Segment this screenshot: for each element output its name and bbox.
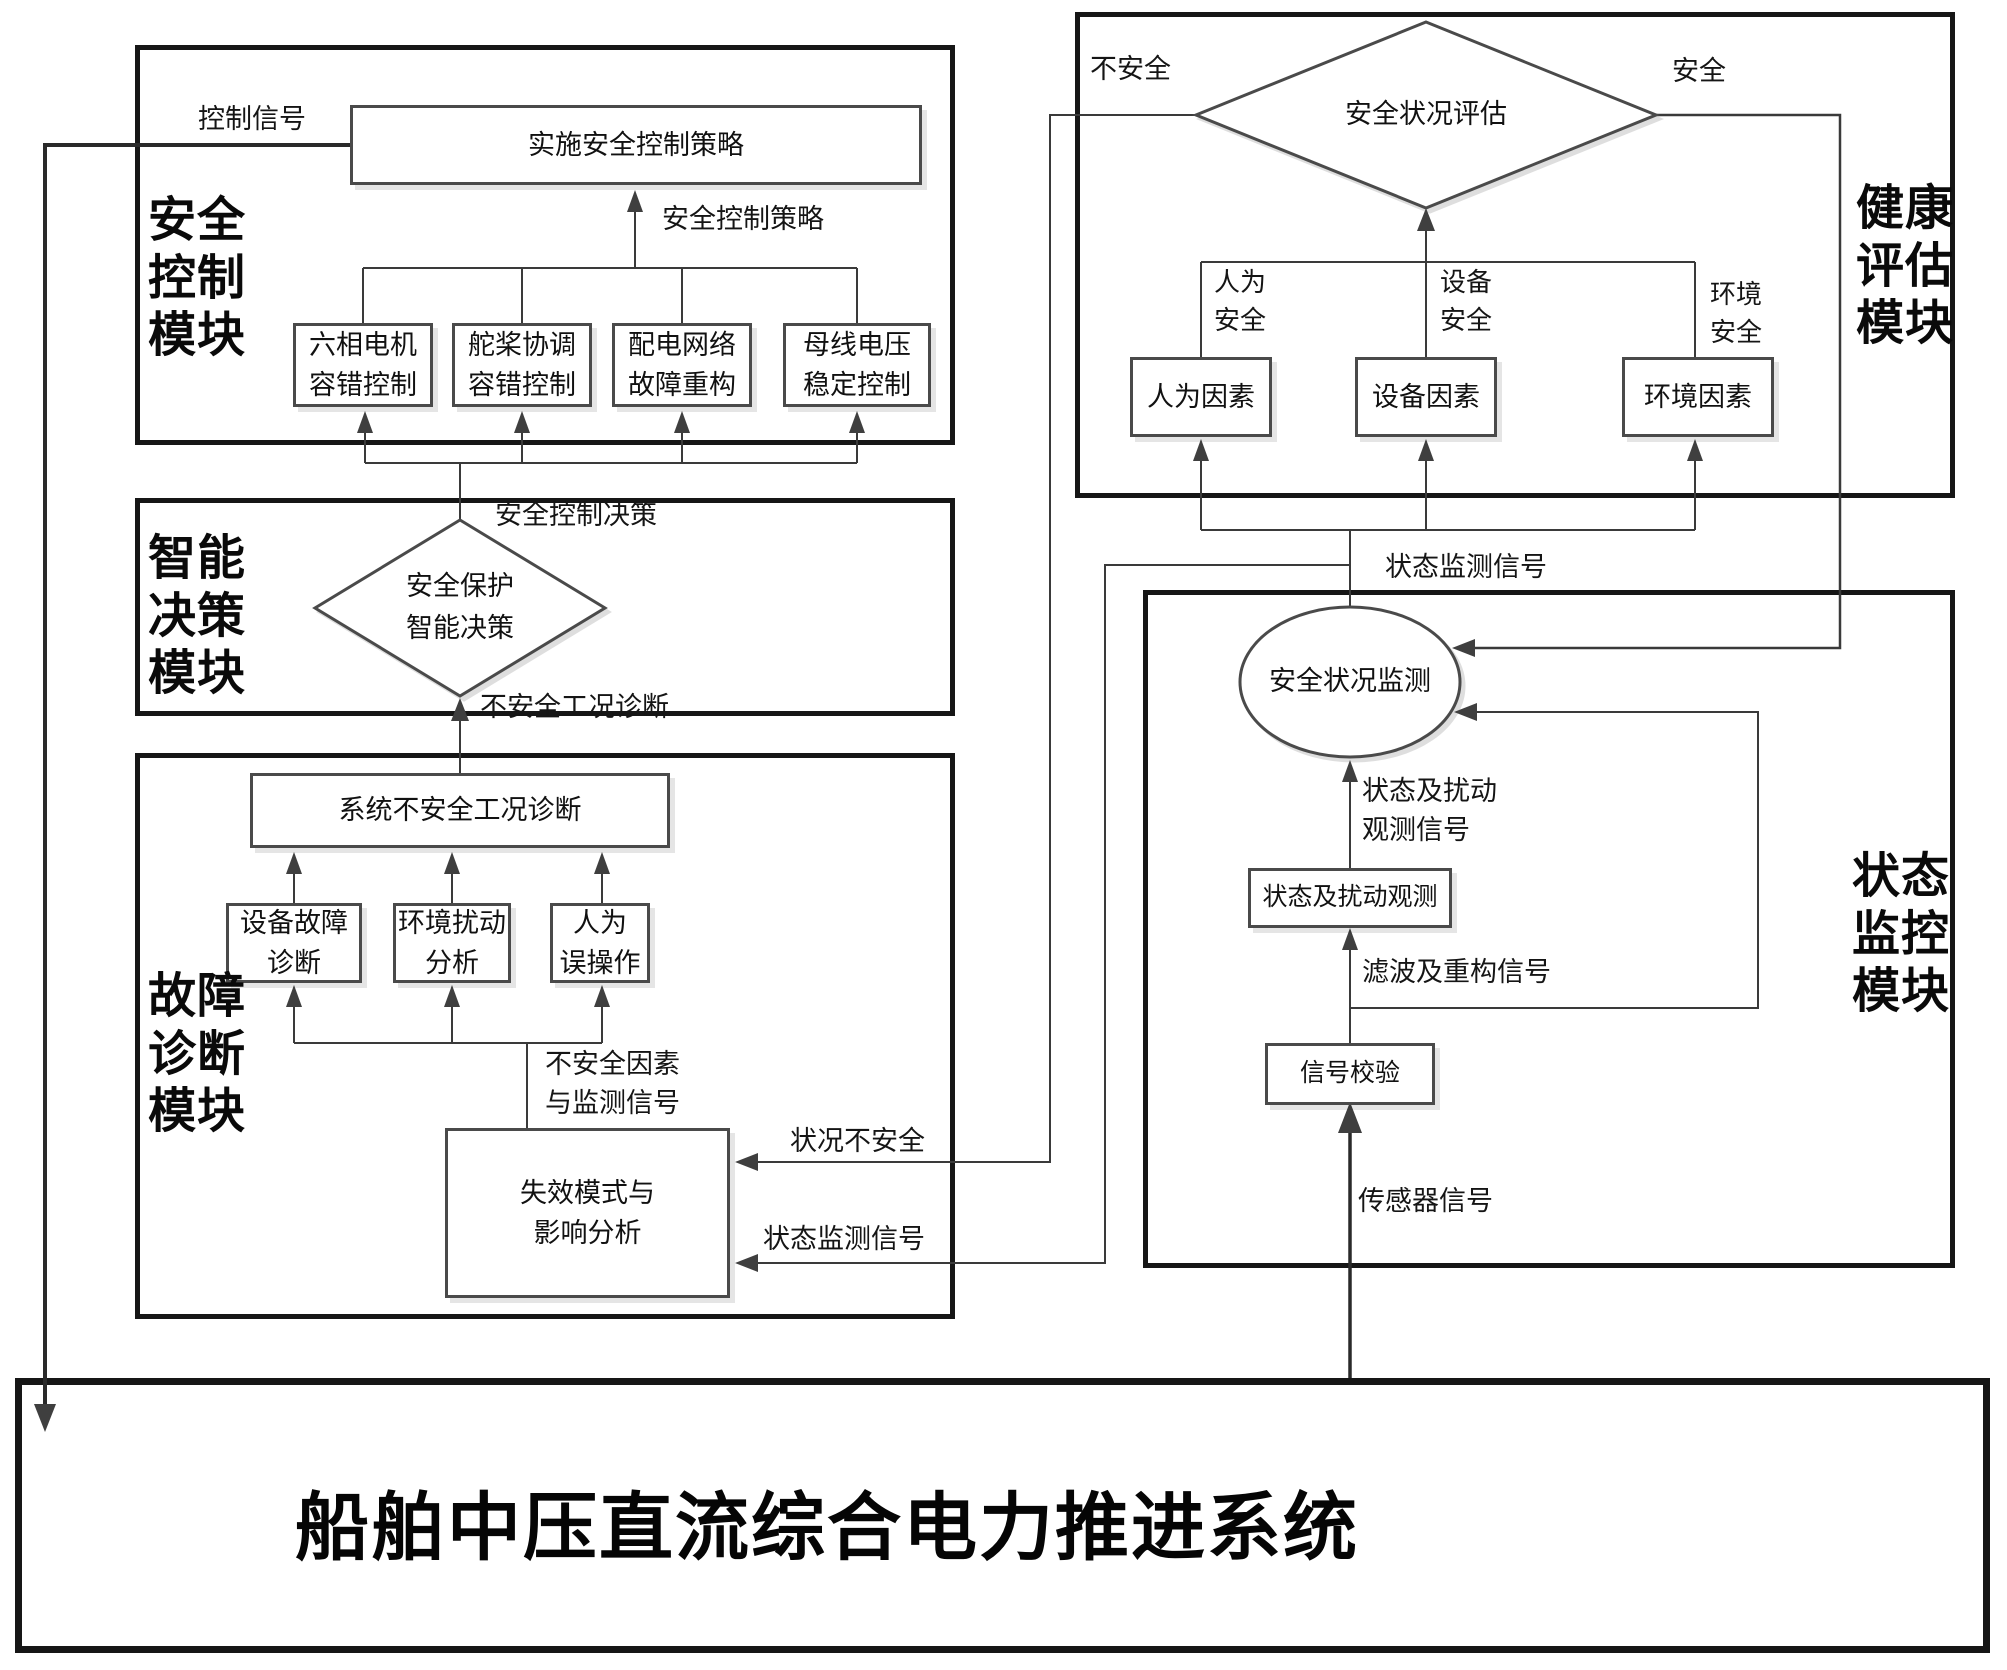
monitor-module-label: 状态 监控 模块	[1852, 848, 1950, 1021]
ship-system-title: 船舶中压直流综合电力推进系统	[295, 1468, 1359, 1575]
label-sensor-signal: 传感器信号	[1358, 1182, 1493, 1221]
label-monitor-signal-to-fmea: 状态监测信号	[763, 1220, 925, 1259]
node-signal-verification: 信号校验	[1265, 1043, 1435, 1105]
node-six-phase-motor-control: 六相电机 容错控制	[293, 323, 433, 407]
label-unsafe: 不安全	[1090, 50, 1171, 89]
node-human-factor: 人为因素	[1130, 357, 1272, 437]
node-fmea: 失效模式与 影响分析	[445, 1128, 730, 1298]
node-environment-disturbance-analysis: 环境扰动 分析	[393, 903, 511, 983]
node-grid-fault-reconfig: 配电网络 故障重构	[612, 323, 752, 407]
label-safety-control-decision: 安全控制决策	[495, 496, 657, 535]
label-safe: 安全	[1672, 52, 1726, 91]
decision-module-label: 智能 决策 模块	[148, 530, 246, 703]
fault-module-label: 故障 诊断 模块	[148, 968, 246, 1141]
label-status-unsafe: 状况不安全	[790, 1122, 925, 1161]
node-equipment-factor: 设备因素	[1355, 357, 1497, 437]
label-observation-signal: 状态及扰动 观测信号	[1362, 772, 1497, 850]
monitoring-ellipse-text: 安全状况监测	[1240, 658, 1460, 706]
node-environment-factor: 环境因素	[1622, 357, 1774, 437]
label-environment-safe: 环境 安全	[1710, 276, 1762, 351]
node-system-unsafe-diagnosis: 系统不安全工况诊断	[250, 773, 670, 848]
node-state-disturbance-observer: 状态及扰动观测	[1248, 868, 1452, 928]
node-rudder-propeller-control: 舵桨协调 容错控制	[452, 323, 592, 407]
label-equipment-safe: 设备 安全	[1440, 264, 1492, 339]
node-equipment-fault-diagnosis: 设备故障 诊断	[226, 903, 362, 983]
label-unsafe-factor-signal: 不安全因素 与监测信号	[545, 1045, 680, 1123]
label-filter-reconstruct-signal: 滤波及重构信号	[1362, 953, 1551, 992]
node-human-error: 人为 误操作	[550, 903, 650, 983]
decision-diamond-text: 安全保护 智能决策	[340, 558, 580, 658]
label-unsafe-condition-diagnosis: 不安全工况诊断	[480, 688, 669, 727]
label-control-signal: 控制信号	[198, 100, 306, 139]
health-module-label: 健康 评估 模块	[1856, 180, 1954, 353]
node-bus-voltage-control: 母线电压 稳定控制	[783, 323, 931, 407]
label-safety-control-strategy: 安全控制策略	[662, 200, 824, 239]
safety-control-module-label: 安全 控制 模块	[148, 192, 246, 365]
label-state-monitor-signal: 状态监测信号	[1385, 548, 1547, 587]
node-implement-safety-strategy: 实施安全控制策略	[350, 105, 922, 185]
assessment-diamond-text: 安全状况评估	[1296, 92, 1556, 138]
label-human-safe: 人为 安全	[1214, 264, 1266, 339]
